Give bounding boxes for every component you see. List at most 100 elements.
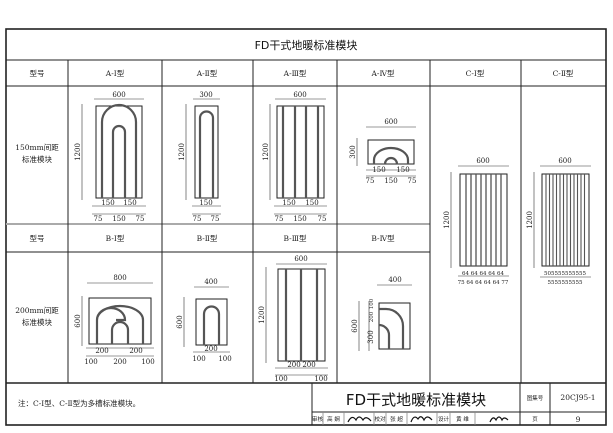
drawing-c1: 600 1200 64 64 64 64 64 75 64 64 64 64 7… — [443, 157, 509, 286]
svg-text:150: 150 — [372, 166, 385, 174]
svg-text:200: 200 — [369, 311, 375, 322]
svg-text:600: 600 — [558, 157, 571, 165]
page-value: 9 — [576, 415, 581, 424]
row-150-label-1: 150mm间距 — [15, 143, 59, 152]
title-block — [311, 383, 606, 425]
svg-text:200: 200 — [287, 361, 300, 369]
svg-text:200: 200 — [302, 361, 315, 369]
row-150-label-2: 标准模块 — [22, 154, 52, 164]
svg-text:150: 150 — [199, 199, 212, 207]
svg-text:200: 200 — [113, 358, 126, 366]
svg-text:300: 300 — [367, 330, 375, 343]
column-c2: C-Ⅱ型 — [553, 69, 574, 78]
column-b3: B-Ⅲ型 — [284, 234, 307, 243]
svg-text:75: 75 — [136, 215, 145, 223]
svg-text:1200: 1200 — [258, 306, 266, 324]
svg-text:100: 100 — [192, 355, 205, 363]
page-label: 页 — [532, 416, 538, 423]
svg-text:1200: 1200 — [526, 211, 534, 229]
svg-text:600: 600 — [74, 314, 82, 327]
designer-signature — [489, 416, 509, 423]
drawing-a4: 600 300 150 150 75 150 75 — [349, 118, 416, 185]
svg-text:1200: 1200 — [178, 143, 186, 161]
table-grid — [6, 59, 606, 384]
drawing-b1: 800 600 200 200 100 200 100 — [74, 274, 155, 366]
row-header-label-2: 型号 — [30, 234, 45, 243]
svg-text:100: 100 — [218, 355, 231, 363]
svg-text:150: 150 — [101, 199, 114, 207]
svg-text:75: 75 — [318, 215, 327, 223]
svg-text:75: 75 — [275, 215, 284, 223]
checker-name: 张 超 — [390, 415, 403, 423]
svg-text:600: 600 — [476, 157, 489, 165]
drawing-a1: 600 1200 150 150 75 150 75 — [74, 91, 146, 223]
svg-text:75: 75 — [211, 215, 220, 223]
column-a1: A-Ⅰ型 — [105, 69, 125, 78]
svg-text:100: 100 — [84, 358, 97, 366]
footer-note: 注：C-Ⅰ型、C-Ⅱ型为多槽标准模块。 — [18, 398, 140, 408]
column-b1: B-Ⅰ型 — [106, 234, 125, 243]
column-a2: A-Ⅱ型 — [196, 69, 218, 78]
sheet-title: FD干式地暖标准模块 — [255, 38, 358, 52]
reviewer-name: 高 娴 — [327, 415, 340, 423]
svg-text:300: 300 — [199, 91, 212, 99]
svg-text:600: 600 — [112, 91, 125, 99]
svg-text:150: 150 — [396, 166, 409, 174]
svg-text:400: 400 — [388, 276, 401, 284]
svg-text:600: 600 — [351, 319, 359, 332]
column-a3: A-Ⅲ型 — [283, 69, 307, 78]
svg-text:1200: 1200 — [262, 143, 270, 161]
row-header-label: 型号 — [30, 69, 45, 78]
svg-text:150: 150 — [282, 199, 295, 207]
column-c1: C-Ⅰ型 — [466, 69, 485, 78]
designer-name: 黄 维 — [456, 415, 469, 423]
svg-text:100: 100 — [141, 358, 154, 366]
review-label: 审核 — [312, 415, 324, 423]
drawing-c2: 600 1200 505555555555 5555555555 — [526, 157, 591, 286]
svg-text:75: 75 — [408, 177, 417, 185]
row-200-label-2: 标准模块 — [22, 317, 52, 327]
atlas-label: 图集号 — [527, 394, 544, 402]
drawing-b3: 600 1200 200 200 100 100 — [258, 255, 328, 383]
svg-text:75 64 64 64 64 77: 75 64 64 64 64 77 — [458, 280, 509, 286]
drawing-a2: 300 1200 150 75 75 — [178, 91, 221, 223]
column-b2: B-Ⅱ型 — [197, 234, 218, 243]
column-a4: A-Ⅳ型 — [371, 69, 395, 78]
svg-text:1200: 1200 — [443, 211, 451, 229]
svg-text:100: 100 — [314, 375, 327, 383]
svg-text:200: 200 — [95, 347, 108, 355]
checker-signature — [410, 416, 433, 423]
svg-text:150: 150 — [112, 215, 125, 223]
svg-text:75: 75 — [193, 215, 202, 223]
check-label: 校对 — [374, 415, 386, 423]
design-label: 设计 — [438, 415, 450, 423]
svg-text:600: 600 — [294, 255, 307, 263]
svg-text:150: 150 — [384, 177, 397, 185]
drawing-b4: 400 600 100 200 300 — [351, 276, 412, 351]
svg-text:800: 800 — [113, 274, 126, 282]
svg-text:150: 150 — [305, 199, 318, 207]
svg-text:64 64 64 64 64: 64 64 64 64 64 — [462, 271, 504, 277]
svg-text:100: 100 — [274, 375, 287, 383]
svg-text:505555555555: 505555555555 — [544, 271, 586, 277]
drawing-a3: 600 1200 150 150 75 150 75 — [262, 91, 327, 223]
drawing-b2: 400 600 200 100 100 — [176, 278, 232, 363]
svg-text:400: 400 — [204, 278, 217, 286]
svg-text:150: 150 — [293, 215, 306, 223]
svg-text:200: 200 — [129, 347, 142, 355]
svg-text:600: 600 — [176, 315, 184, 328]
row-200-label-1: 200mm间距 — [15, 306, 59, 315]
svg-text:100: 100 — [369, 298, 375, 309]
svg-text:600: 600 — [293, 91, 306, 99]
svg-text:150: 150 — [123, 199, 136, 207]
svg-text:5555555555: 5555555555 — [548, 280, 583, 286]
reviewer-signature — [347, 416, 372, 423]
svg-text:300: 300 — [349, 145, 357, 158]
column-b4: B-Ⅳ型 — [371, 234, 395, 243]
atlas-value: 20CJ95-1 — [560, 393, 595, 402]
svg-text:1200: 1200 — [74, 143, 82, 161]
svg-text:600: 600 — [384, 118, 397, 126]
svg-text:200: 200 — [204, 345, 217, 353]
footer-title: FD干式地暖标准模块 — [346, 391, 486, 409]
